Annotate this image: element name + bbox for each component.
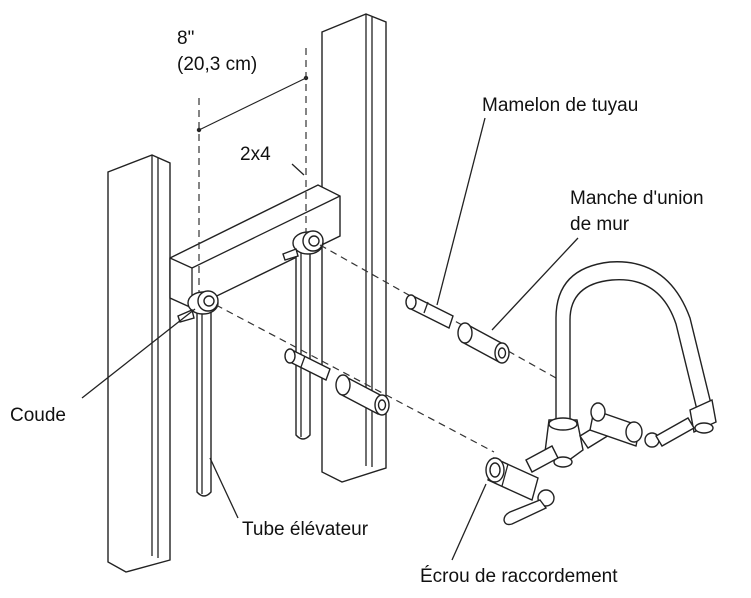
right-elbow — [282, 230, 324, 261]
right-riser-tube — [295, 249, 311, 440]
dimension-metric-label: (20,3 cm) — [177, 54, 258, 75]
dimension-inches-label: 8" — [177, 28, 195, 49]
stud-2x4-label: 2x4 — [240, 144, 271, 165]
faucet — [485, 261, 717, 526]
elbow-label: Coude — [10, 405, 66, 426]
lower-pipe-nipple — [284, 348, 331, 381]
wall-union-label-line1: Manche d'union — [570, 188, 704, 209]
coupling-nut-label: Écrou de raccordement — [420, 566, 618, 587]
lower-wall-union — [335, 374, 390, 416]
riser-tube-label: Tube élévateur — [242, 519, 369, 540]
left-riser-tube — [196, 309, 212, 497]
pipe-nipple-label: Mamelon de tuyau — [482, 95, 639, 116]
dimension-lines — [196, 48, 309, 292]
left-elbow — [177, 290, 219, 323]
leader-lines — [81, 117, 579, 561]
upper-wall-union — [457, 322, 510, 364]
left-stud — [107, 154, 171, 573]
wall-union-label-line2: de mur — [570, 214, 630, 235]
upper-pipe-nipple — [405, 294, 454, 329]
